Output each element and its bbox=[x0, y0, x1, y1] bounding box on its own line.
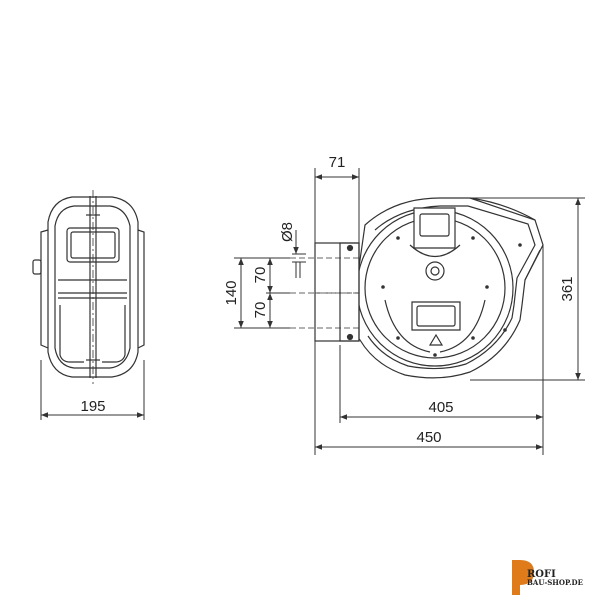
dim-bracket-depth bbox=[314, 168, 360, 243]
profi-bau-shop-logo: ROFI BAU-SHOP.DE bbox=[512, 560, 583, 595]
dim-label-361: 361 bbox=[559, 276, 576, 301]
dim-label-450: 450 bbox=[416, 429, 441, 446]
mounting-bracket bbox=[290, 242, 360, 342]
side-view bbox=[32, 190, 145, 384]
screw-dots bbox=[381, 236, 522, 357]
dim-housing-width bbox=[339, 245, 544, 455]
dim-housing-height bbox=[470, 197, 585, 381]
dim-label-405: 405 bbox=[428, 399, 453, 416]
dim-label-70-upper: 70 bbox=[252, 267, 269, 284]
dim-overall-width bbox=[314, 341, 543, 455]
logo-line2: BAU-SHOP.DE bbox=[527, 578, 583, 587]
logo-line1: ROFI bbox=[527, 569, 556, 580]
dim-side-width bbox=[40, 360, 145, 420]
dim-hole-spacing bbox=[234, 257, 290, 329]
dim-label-70-lower: 70 bbox=[252, 302, 269, 319]
front-view bbox=[349, 197, 544, 379]
dim-hole-diameter bbox=[292, 230, 306, 278]
dim-label-195: 195 bbox=[80, 398, 105, 415]
dim-label-140: 140 bbox=[223, 280, 240, 305]
dim-label-71: 71 bbox=[329, 154, 346, 171]
dim-label-o8: Ø8 bbox=[279, 222, 296, 242]
